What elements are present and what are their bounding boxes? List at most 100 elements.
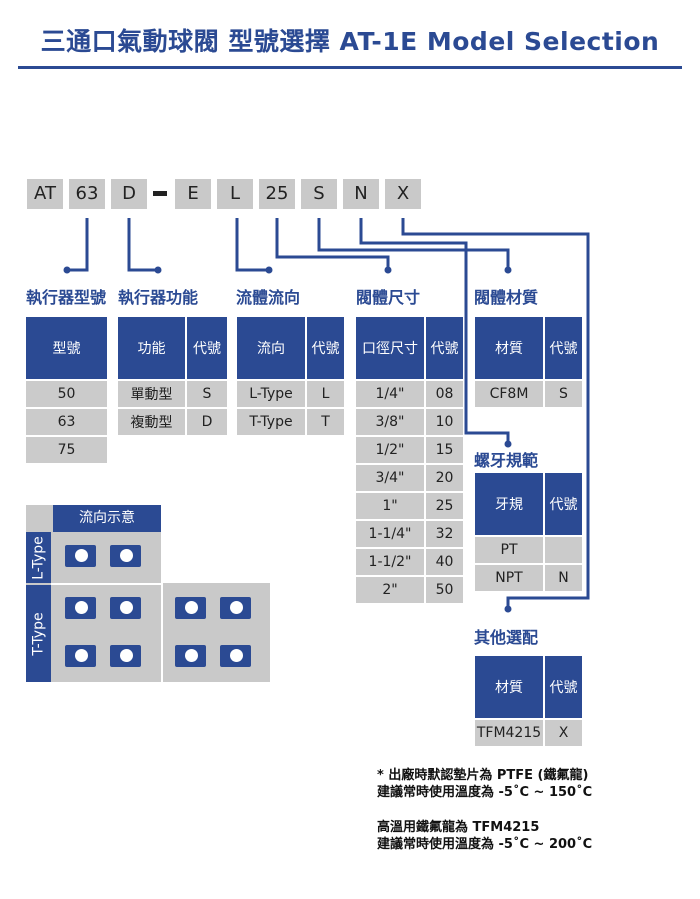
cell-thread: PT [475, 537, 543, 563]
cell-material: CF8M [475, 381, 543, 407]
cell-function: 複動型 [118, 409, 185, 435]
code-box-series: AT [27, 179, 63, 209]
cell-material: TFM4215 [475, 720, 543, 746]
header-material: 材質 [475, 656, 543, 718]
l-type-valve-icon [110, 545, 141, 567]
flow-t-type-label: T-Type [30, 611, 47, 656]
label-body-size: 閥體尺寸 [356, 288, 421, 307]
header-code: 代號 [545, 656, 582, 718]
table-actuator-model: 型號 50 63 75 [24, 315, 109, 465]
cell-code: S [187, 381, 227, 407]
cell-model: 50 [26, 381, 107, 407]
code-box-material: S [301, 179, 337, 209]
table-row: 3/8"10 [356, 409, 463, 435]
t-type-valve-icon [65, 645, 96, 667]
header-code: 代號 [307, 317, 344, 379]
table-row: 50 [26, 381, 107, 407]
cell-code: S [545, 381, 582, 407]
table-row: 1/4"08 [356, 381, 463, 407]
code-separator-dash [153, 191, 167, 196]
table-row: 63 [26, 409, 107, 435]
header-code: 代號 [545, 317, 582, 379]
note-high-temp: 建議常時使用溫度為 -5˚C ~ 200˚C [377, 837, 593, 852]
note-high-temp-gasket: 高溫用鐵氟龍為 TFM4215 [377, 820, 540, 835]
flow-divider [51, 583, 161, 585]
header-code: 代號 [187, 317, 227, 379]
cell-size: 1/4" [356, 381, 424, 407]
connector-flow [235, 218, 269, 272]
cell-model: 75 [26, 437, 107, 463]
cell-size: 1-1/2" [356, 549, 424, 575]
cell-code: 40 [426, 549, 463, 575]
header-thread: 牙規 [475, 473, 543, 535]
cell-size: 1" [356, 493, 424, 519]
header-size: 口徑尺寸 [356, 317, 424, 379]
flow-side-label-l: L-Type [26, 532, 51, 583]
cell-code: D [187, 409, 227, 435]
cell-code: T [307, 409, 344, 435]
code-box-flow: L [217, 179, 253, 209]
code-box-option: X [385, 179, 421, 209]
table-row: 1/2"15 [356, 437, 463, 463]
flow-side-label-t: T-Type [26, 585, 51, 682]
code-box-thread: N [343, 179, 379, 209]
header-code: 代號 [545, 473, 582, 535]
table-row: 1-1/2"40 [356, 549, 463, 575]
flow-l-type-label: L-Type [30, 535, 47, 580]
cell-code [545, 537, 582, 563]
cell-size: 1/2" [356, 437, 424, 463]
cell-code: 08 [426, 381, 463, 407]
cell-code: 50 [426, 577, 463, 603]
l-type-valve-icon [65, 545, 96, 567]
connector-function [127, 218, 158, 272]
t-type-valve-icon [220, 597, 251, 619]
t-type-valve-icon [110, 597, 141, 619]
code-box-function: D [111, 179, 147, 209]
label-actuator-function: 執行器功能 [118, 288, 199, 307]
flow-diagram-title: 流向示意 [53, 505, 161, 532]
t-type-valve-icon [175, 597, 206, 619]
cell-size: 3/4" [356, 465, 424, 491]
page-title: 三通口氣動球閥 型號選擇 AT-1E Model Selection [40, 27, 660, 56]
t-type-valve-icon [110, 645, 141, 667]
connector-size [275, 218, 390, 270]
table-row: PT [475, 537, 582, 563]
cell-size: 2" [356, 577, 424, 603]
table-row: 75 [26, 437, 107, 463]
header-code: 代號 [426, 317, 463, 379]
cell-code: N [545, 565, 582, 591]
label-other-options: 其他選配 [474, 628, 539, 647]
cell-code: 32 [426, 521, 463, 547]
cell-size: 3/8" [356, 409, 424, 435]
code-box-size: 25 [259, 179, 295, 209]
cell-function: 單動型 [118, 381, 185, 407]
t-type-valve-icon [175, 645, 206, 667]
cell-code: 25 [426, 493, 463, 519]
code-box-model: 63 [69, 179, 105, 209]
table-body-size: 口徑尺寸代號 1/4"08 3/8"10 1/2"15 3/4"20 1"25 … [354, 315, 465, 605]
label-body-material: 閥體材質 [474, 288, 539, 307]
code-box-type: E [175, 179, 211, 209]
table-row: 1"25 [356, 493, 463, 519]
cell-code: L [307, 381, 344, 407]
title-divider [18, 66, 682, 69]
cell-code: 10 [426, 409, 463, 435]
connector-thread [359, 218, 510, 444]
header-model: 型號 [26, 317, 107, 379]
cell-code: 20 [426, 465, 463, 491]
cell-size: 1-1/4" [356, 521, 424, 547]
table-row: 1-1/4"32 [356, 521, 463, 547]
